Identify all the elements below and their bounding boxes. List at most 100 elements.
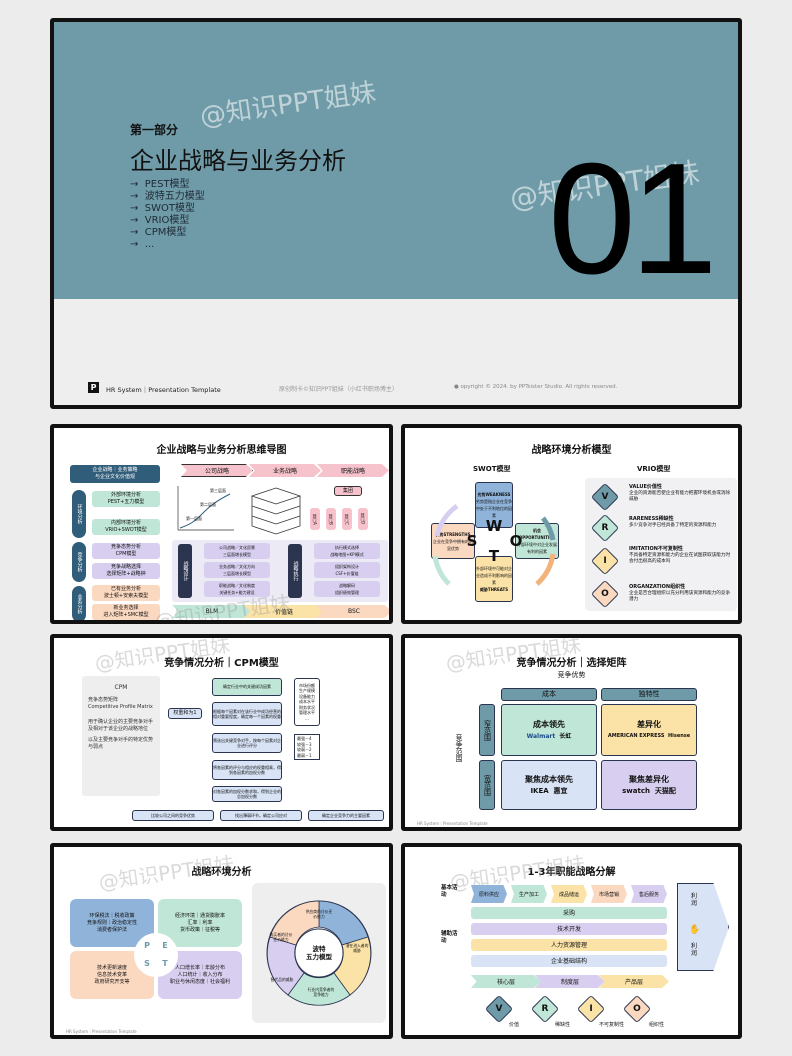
stage-label: 第一层面 [186,516,202,521]
brand-logos: Walmart 长虹 [527,733,572,740]
brand-logo: IKEA [530,786,549,795]
porter-center: 波特 五力模型 [306,945,332,961]
vrio-letter: I [589,1004,593,1014]
vrio-caption: 组织性 [649,1022,665,1028]
org-unit: 部门B [326,508,336,530]
stage-label: 第三层面 [210,488,226,493]
slide-choice-matrix[interactable]: 竞争情况分析｜选择矩阵 @知识PPT姐妹 竞争优势 成本 独特性 竞争范围 窄范… [401,634,742,831]
cover-bullet: → CPM模型 [130,227,187,238]
slide-functional[interactable]: 1-3年职能战略分解 @知识PPT姐妹 基本活动 辅助活动 原料供应 生产加工 … [401,843,742,1039]
brand-logo: 长虹 [559,732,572,740]
slide-mindmap[interactable]: 企业战略与业务分析思维导图 公司战略 业务战略 职能战略 企业战略｜业务策略 与… [50,424,393,624]
bottom-step: 确定企业竞争力的主要因素 [308,810,384,821]
slide-title: 企业战略与业务分析思维导图 [156,445,287,456]
swot-label: 优势STRENGTHS [435,531,471,537]
support-activity: 技术开发 [471,923,667,935]
item-existing: 已有业务分析 波士顿+安索夫模型 [92,585,160,601]
slide-title: 竞争情况分析｜选择矩阵 [516,658,627,669]
vrio-letter: R [601,523,609,533]
label-environment: 环境分析 [72,490,86,538]
cell-name: 聚焦差异化 [629,774,669,784]
design-label: 战略设计 [178,544,192,598]
support-activity: 人力资源管理 [471,939,667,951]
cpm-panel: CPM 竞争态势矩阵 Competitive Profile Matrix 用于… [82,676,160,796]
item-cpm: 竞争态势分析 CPM模型 [92,543,160,559]
slide-swot-vrio[interactable]: 战略环境分析模型 SWOT模型 VRIO模型 劣势WEAKNESS 劣势是指企业… [401,424,742,624]
brand-logo: swatch [622,786,650,795]
exec-item: 组织架构设计 CSF+价值链 [314,562,380,578]
x-axis-label: 竞争优势 [557,671,586,679]
swot-letter-t: T [488,546,500,565]
org-unit: 部门D [358,508,368,530]
matrix-cell: 聚焦差异化 swatch 天猫配 [601,760,697,810]
swot-s-box: 优势STRENGTHS 企业在竞争中拥有的明显优势 [431,523,475,559]
exec-item: 战略解码 组织绩效管理 [314,581,380,597]
score: 最强－4 [297,736,312,741]
chevron-blm: BLM [172,605,252,618]
cover-bullet: → SWOT模型 [130,203,195,214]
slide-title: 1-3年职能战略分解 [527,867,616,878]
chevron-value-chain: 价值链 [244,605,324,618]
cell-name: 成本领先 [533,719,565,729]
org-top: 集团 [334,486,362,496]
cover-copyright: ● opyright © 2024. by PPTsister Studio. … [454,384,618,390]
pest-letter: P [144,940,150,950]
cycle-arrows-icon [432,503,556,586]
col-header: 独特性 [601,688,697,701]
bottom-step: 比较公司之间的竞争优势 [132,810,214,821]
label-competition: 竞争分析 [72,542,86,582]
exec-item: 执行模式选择 战略地图+KPI模式 [314,543,380,559]
swot-title: SWOT模型 [473,465,511,473]
profit-arrow [677,883,729,971]
cover-slide[interactable]: @知识PPT姐妹 @知识PPT姐妹 第一部分 企业战略与业务分析 → PEST模… [50,18,742,409]
bottom-step: 找出薄弱环节，确定公司应对 [220,810,302,821]
vrio-text: 企业是否合理组织以充分利用该资源和能力的竞争潜力 [629,590,731,603]
vrio-title: VRIO模型 [637,465,671,473]
brand-logo: Walmart [526,732,556,740]
item-internal: 内部环境分析 VRIO+SWOT模型 [92,519,160,535]
flow-step: 筛选出关键竞争对手，按每个因素对企业进行评分 [212,733,282,753]
basic-activity: 原料供应 [471,885,507,903]
swot-label: 威胁THREATS [479,587,509,592]
cover-bullet: → ... [130,239,155,250]
score: 最弱－1 [297,752,312,758]
slide-cpm[interactable]: 竞争情况分析｜CPM模型 @知识PPT姐妹 CPM 竞争态势矩阵 Competi… [50,634,393,831]
vrio-head: VALUE价值性 [629,484,662,490]
vrio-item: ORGANZATION组织性 企业是否合理组织以充分利用该资源和能力的竞争潜力 [629,584,733,604]
item-choice: 竞争战略选择 选择矩阵+战略钟 [92,563,160,579]
label-business: 业务分析 [72,586,86,620]
porter-item: 供应商的讨价还价能力 [305,909,333,919]
money-icon: ✋ [689,925,701,935]
vrio-text: 企业的资源能否使企业有能力把握环境机会或消除威胁 [629,490,731,503]
design-item: 公司战略／文化愿景 三层面增长模型 [204,543,270,559]
score-list: 最强－4 较强－3 较弱－2 最弱－1 [294,734,320,760]
pest-letter: T [162,958,168,968]
cover-part: 第一部分 [130,123,179,137]
row-header: 宽范围 [479,760,495,810]
score: 较弱－2 [297,747,312,752]
slide-pest-porter[interactable]: 战略环境分析 @知识PPT姐妹 环保税法｜税收政策 竞争规则｜政治稳定性 消费者… [50,843,393,1039]
porter-item: 潜在进入者的威胁 [345,943,369,953]
cover-brand: HR System｜Presentation Template [106,386,221,394]
matrix-cell: 差异化 AMERICAN EXPRESS Hisense [601,704,697,756]
cover-title: 企业战略与业务分析 [130,147,346,175]
cell-name: 聚焦成本领先 [525,774,573,784]
basic-activity: 成品储运 [551,885,587,903]
org-unit: 部门A [310,508,320,530]
vrio-letter: I [603,556,607,566]
cpm-label: CPM [114,684,128,691]
brand-logo: AMERICAN EXPRESS [607,732,665,739]
weight-label: 权重和为1 [168,708,202,719]
support-activity: 企业基础结构 [471,955,667,967]
matrix-cell: 聚焦成本领先 IKEA 惠宜 [501,760,597,810]
item-external: 外部环境分析 PEST+五力模型 [92,491,160,507]
cell-name: 差异化 [637,719,661,729]
vrio-text: 不具备特定资源和能力的企业在试图获取该能力时会付出很高的成本吗 [629,552,731,565]
swot-label: 机会OPPORTUNITIES [518,528,556,540]
chevron-bsc: BSC [316,605,389,618]
swot-letter-s: S [466,531,478,550]
brand-logos: IKEA 惠宜 [530,786,567,795]
flow-step: 确定行业中的关键成功因素 [212,678,282,696]
vrio-letter: V [495,1004,503,1014]
cover-bullet: → VRIO模型 [130,215,190,226]
